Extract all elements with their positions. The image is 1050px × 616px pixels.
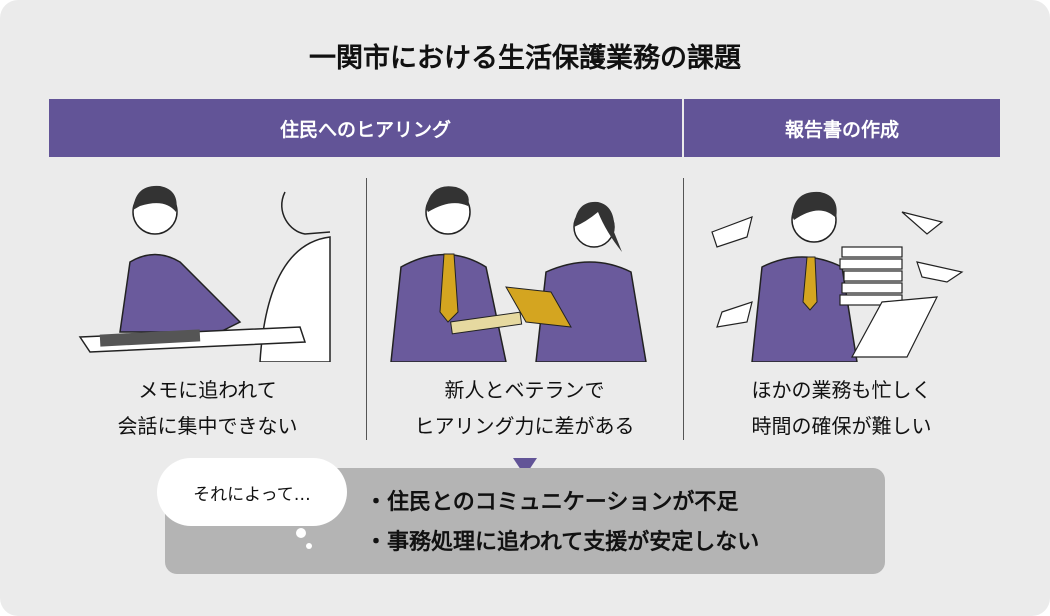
caption-line: 新人とベテランで xyxy=(444,378,605,402)
column-divider xyxy=(683,178,684,440)
thought-bubble: それによって… xyxy=(157,458,347,526)
bubble-dot xyxy=(306,543,312,549)
result-item: ・住民とのコミュニケーションが不足 xyxy=(365,490,739,515)
caption-line: 会話に集中できない xyxy=(117,414,298,438)
result-item: ・事務処理に追われて支援が安定しない xyxy=(365,530,760,555)
caption-line: ほかの業務も忙しく xyxy=(751,378,932,402)
header-report: 報告書の作成 xyxy=(684,99,1000,157)
header-hearing: 住民へのヒアリング xyxy=(49,99,682,157)
caption-line: ヒアリング力に差がある xyxy=(414,414,635,438)
page-title: 一関市における生活保護業務の課題 xyxy=(309,43,741,74)
illustration-colleagues xyxy=(390,186,647,362)
caption-line: 時間の確保が難しい xyxy=(751,414,932,438)
bubble-dot xyxy=(296,528,306,538)
caption-line: メモに追われて xyxy=(138,378,277,402)
illustration-busy-worker xyxy=(711,191,964,362)
caption-time-shortage: ほかの業務も忙しく 時間の確保が難しい xyxy=(683,372,1000,444)
caption-note-taking: メモに追われて 会話に集中できない xyxy=(49,372,366,444)
caption-skill-gap: 新人とベテランで ヒアリング力に差がある xyxy=(366,372,683,444)
column-divider xyxy=(366,178,367,440)
illustration-note-taking xyxy=(78,185,331,362)
